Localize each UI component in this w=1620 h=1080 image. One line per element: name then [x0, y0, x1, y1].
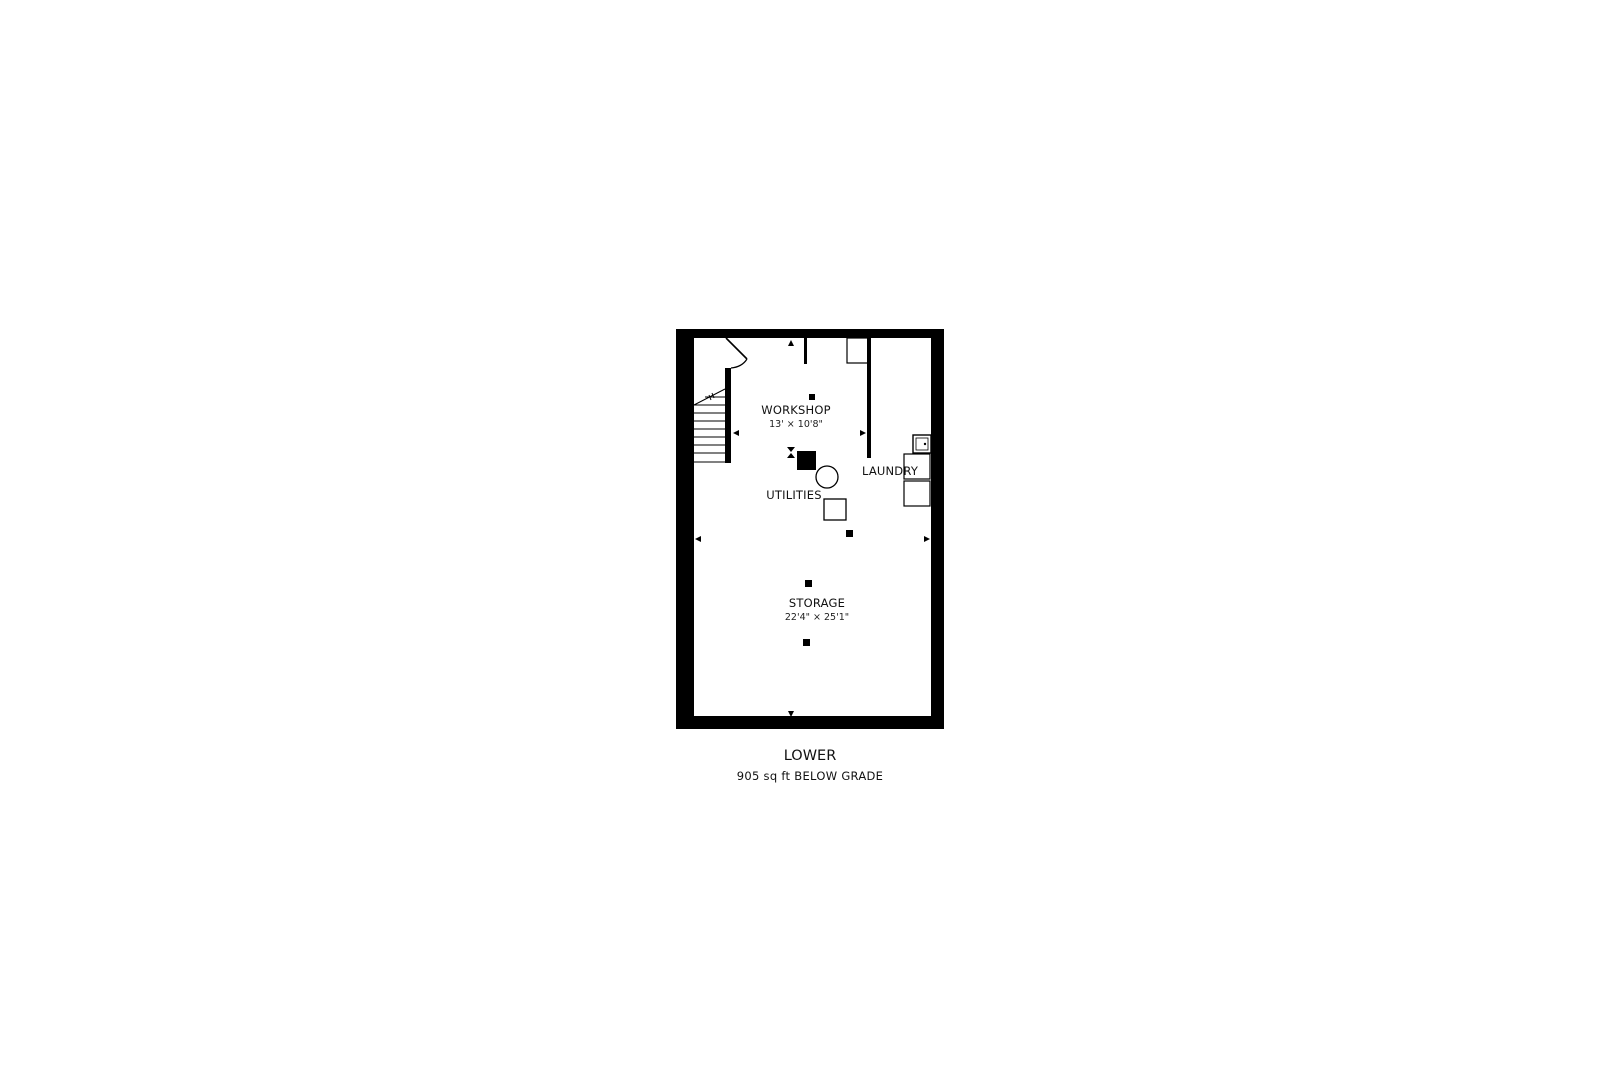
- room-label-laundry: LAUNDRY: [861, 464, 919, 478]
- column-post-icon: [803, 394, 853, 646]
- water-heater-icon: [815, 465, 839, 489]
- room-name: WORKSHOP: [761, 403, 831, 417]
- hourglass-icon: [787, 447, 795, 458]
- furnace-icon: [797, 451, 816, 470]
- room-name: STORAGE: [788, 596, 846, 610]
- room-label-workshop: WORKSHOP 13' × 10'8": [761, 403, 831, 430]
- closet-outline: [846, 337, 869, 364]
- dryer-icon: [903, 480, 931, 507]
- floor-summary: 905 sq ft BELOW GRADE: [736, 768, 884, 783]
- room-dimensions: 22'4" × 25'1": [784, 611, 850, 623]
- floor-title: LOWER: [783, 748, 837, 764]
- stairs-icon: [693, 388, 726, 463]
- utility-box-icon: [823, 498, 847, 521]
- room-label-utilities: UTILITIES: [766, 488, 822, 502]
- room-name: LAUNDRY: [861, 464, 919, 478]
- room-name: UTILITIES: [766, 488, 822, 502]
- room-label-storage: STORAGE 22'4" × 25'1": [784, 596, 850, 623]
- door-swing-icon: [725, 337, 748, 369]
- interior-walls: [725, 338, 871, 463]
- room-dimensions: 13' × 10'8": [769, 418, 823, 430]
- exterior-walls: [676, 329, 944, 729]
- washer-icon: [903, 453, 931, 480]
- laundry-sink-icon: [912, 434, 932, 454]
- floor-caption: LOWER 905 sq ft BELOW GRADE: [737, 749, 884, 782]
- dimension-arrow-icon: [695, 340, 930, 717]
